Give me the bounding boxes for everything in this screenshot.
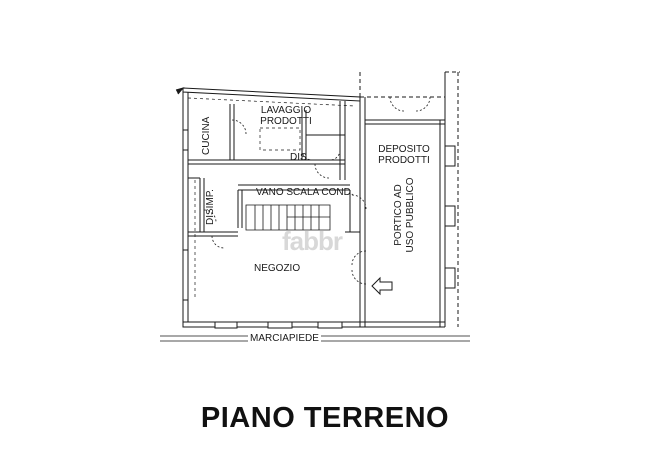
deposito-line-2: PRODOTTI: [378, 155, 430, 166]
doors: [203, 96, 431, 285]
portico-columns: [444, 145, 456, 289]
partition-vano: [237, 184, 350, 228]
room-label-deposito: DEPOSITO PRODOTTI: [369, 144, 439, 166]
north-marker: [175, 87, 185, 95]
partition-dis: [339, 101, 346, 180]
watermark: fabbr: [282, 226, 343, 256]
room-label-cucina: CUCINA: [201, 116, 212, 155]
deposito-line-1: DEPOSITO: [378, 144, 430, 155]
portico-top: [359, 71, 460, 327]
partition-disimp: [188, 177, 238, 237]
room-label-portico: PORTICO AD USO PUBBLICO: [393, 175, 417, 255]
room-label-disimp: DISIMP.: [205, 189, 216, 225]
shop-windows: [214, 321, 343, 329]
stairs: [245, 204, 331, 231]
marciapiede-label: MARCIAPIEDE: [248, 333, 321, 344]
outer-wall-north: [182, 87, 361, 102]
portico-line-1: PORTICO AD: [393, 184, 404, 246]
partition-negozio: [345, 190, 360, 233]
portico-walls: [365, 72, 446, 328]
windows-west: [183, 129, 188, 301]
lavaggio-line-1: LAVAGGIO: [260, 105, 312, 116]
portico-line-2: USO PUBBLICO: [405, 177, 416, 253]
room-label-lavaggio: LAVAGGIO PRODOTTI: [256, 105, 316, 127]
outer-wall-west: [182, 92, 189, 323]
lavaggio-line-2: PRODOTTI: [260, 116, 312, 127]
entry-arrow: [371, 276, 393, 296]
plan-title: PIANO TERRENO: [200, 402, 450, 434]
room-label-negozio: NEGOZIO: [254, 263, 301, 274]
room-label-vano-scala: VANO SCALA COND.: [256, 187, 354, 198]
dashed-lines: [187, 97, 356, 300]
partition-cucina: [188, 104, 345, 165]
inner-wall-east-main: [359, 97, 366, 327]
room-label-dis: DIS.: [290, 152, 310, 163]
